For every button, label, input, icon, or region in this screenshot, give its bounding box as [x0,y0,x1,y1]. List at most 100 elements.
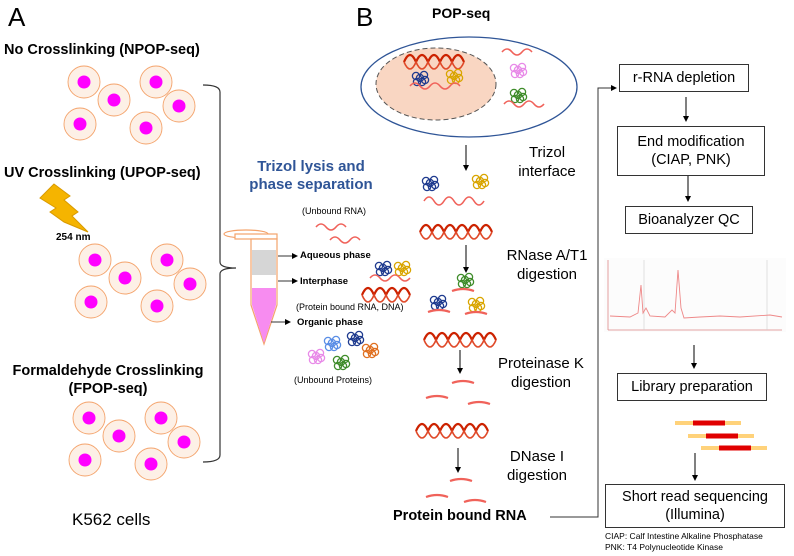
condition-npop-label: No Crosslinking (NPOP-seq) [4,42,200,58]
step-line2: digestion [516,266,578,283]
protein-coil [412,77,422,87]
protein-coil [454,73,464,83]
rna-fragment-icon [427,308,451,314]
cell-icon [72,401,106,435]
protein-coil [362,349,372,359]
cell-nucleus [139,121,153,135]
step-dnase: DNase I digestion [495,447,579,485]
rna-strand-icon [315,223,347,231]
protein-icon [323,335,342,352]
protein-coil [411,71,421,81]
dna-helix-strand [415,428,489,439]
cell-icon [134,447,168,481]
condition-upop-label: UV Crosslinking (UPOP-seq) [4,165,201,181]
cell-nucleus [144,457,158,471]
rna-fragment-icon [425,493,449,499]
protein-coil [332,340,342,350]
rna-strand-icon [369,274,411,282]
box-rrna-depletion: r-RNA depletion [619,64,749,92]
cell-nucleus [150,299,164,313]
cell-nucleus [112,429,126,443]
protein-coil [346,331,356,341]
protein-coil [347,337,357,347]
dna-helix-strand [361,292,411,303]
cell-icon [129,111,163,145]
protein-coil [518,92,528,102]
cell-icon [150,243,184,277]
rna-fragment-icon [425,394,449,400]
protein-coil [383,265,393,275]
protein-coil [323,336,333,346]
step-proteinase-k: Proteinase K digestion [489,354,593,392]
protein-icon [421,175,440,192]
protein-coil [446,75,456,85]
rna-strand-icon [503,100,545,108]
cell-nucleus [84,295,98,309]
protein-icon [361,342,380,359]
cell-nucleus [73,117,87,131]
rna-fragment-icon [463,498,487,504]
protein-coil [402,265,412,275]
box-short-read-sequencing: Short read sequencing (Illumina) [605,484,785,528]
cell-icon [97,83,131,117]
protein-coil [430,180,440,190]
cell-icon [167,425,201,459]
step-line2: interface [518,163,576,180]
cell-icon [140,289,174,323]
protein-coil [308,355,318,365]
panel-b-letter: B [356,2,374,32]
cell-icon [63,107,97,141]
protein-icon [445,68,464,85]
rna-fragment-icon [451,379,475,385]
protein-coil [324,342,334,352]
protein-coil [457,279,467,289]
cell-nucleus [77,75,91,89]
cell-nucleus [118,271,132,285]
cell-icon [67,65,101,99]
protein-coil [355,335,365,345]
organic-phase-label: Organic phase [297,317,363,328]
cell-icon [173,267,207,301]
cell-icon [78,243,112,277]
protein-icon [456,272,475,289]
cell-nucleus [172,99,186,113]
protein-coil [456,273,466,283]
protein-coil [361,343,371,353]
protein-coil [465,277,475,287]
uv-wavelength-label: 254 nm [56,232,91,243]
dna-helix-strand [403,59,465,70]
protein-coil [472,180,482,190]
rna-strand-icon [409,82,461,90]
protein-coil [509,63,519,73]
grouping-bracket [202,84,237,463]
rna-fragment-icon [451,287,475,293]
protein-coil [510,94,520,104]
cell-nucleus [88,253,102,267]
protein-coil [421,176,431,186]
cell-nucleus [160,253,174,267]
cell-icon [108,261,142,295]
cell-icon [144,401,178,435]
trizol-title-line1: Trizol lysis and [257,158,365,175]
protein-coil [341,359,351,369]
trizol-tube-icon [223,229,278,346]
protein-bound-rna-result: Protein bound RNA [393,508,527,524]
seq-line2: (Illumina) [665,507,725,523]
uv-lightning-icon [39,183,89,233]
cell-nucleus [177,435,191,449]
protein-icon [429,294,448,311]
protein-coil [370,347,380,357]
rna-fragment-icon [449,477,473,483]
protein-coil [375,267,385,277]
condition-fpop-label: Formaldehyde Crosslinking (FPOP-seq) [8,362,208,398]
protein-icon [509,87,528,104]
rna-strand-icon [329,236,361,244]
rna-fragment-icon [467,400,491,406]
cell-groups [63,65,207,481]
protein-coil [394,267,404,277]
cell-nucleus [82,411,96,425]
unbound-proteins-label: (Unbound Proteins) [294,375,373,385]
footnote-ciap: CIAP: Calf Intestine Alkaline Phosphatas… [605,531,763,541]
step-line2: digestion [506,467,568,484]
